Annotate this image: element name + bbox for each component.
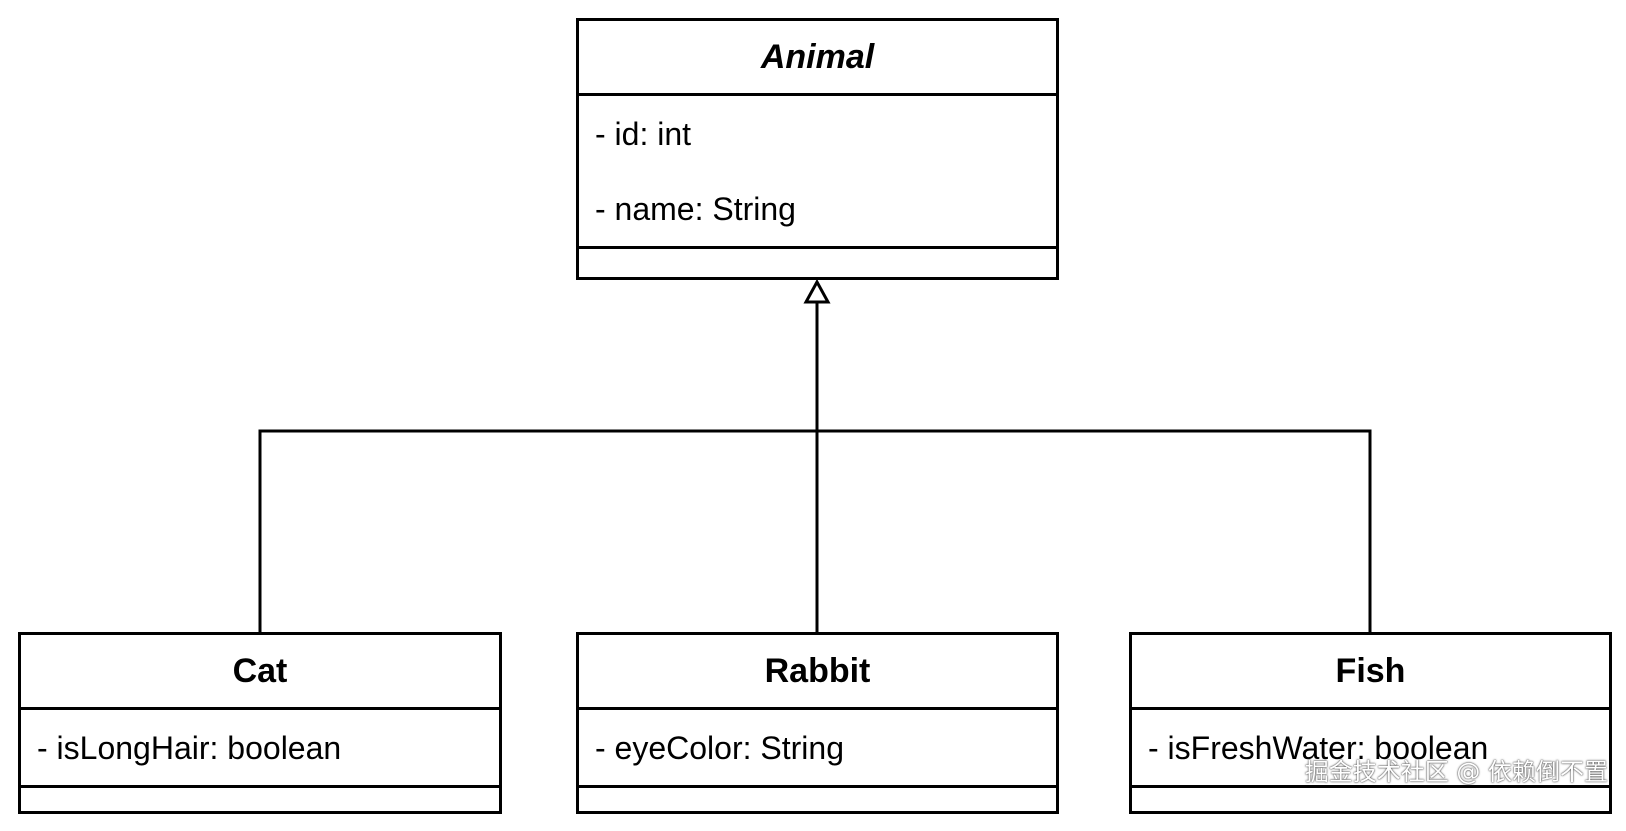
attributes-rabbit: - eyeColor: String	[579, 710, 1056, 788]
attributes-cat: - isLongHair: boolean	[21, 710, 499, 788]
class-fish[interactable]: Fish - isFreshWater: boolean	[1129, 632, 1612, 814]
class-animal[interactable]: Animal - id: int - name: String	[576, 18, 1059, 280]
attributes-fish: - isFreshWater: boolean	[1132, 710, 1609, 788]
class-name-fish: Fish	[1132, 635, 1609, 710]
methods-cat	[21, 788, 499, 797]
class-rabbit[interactable]: Rabbit - eyeColor: String	[576, 632, 1059, 814]
methods-rabbit	[579, 788, 1056, 797]
class-cat[interactable]: Cat - isLongHair: boolean	[18, 632, 502, 814]
attribute-name: - name: String	[595, 191, 796, 227]
methods-animal	[579, 249, 1056, 258]
class-name-cat: Cat	[21, 635, 499, 710]
generalization-line-cat	[258, 429, 817, 632]
attribute-id: - id: int	[595, 116, 692, 152]
attribute-islonghair: - isLongHair: boolean	[37, 730, 342, 766]
attributes-animal: - id: int - name: String	[579, 96, 1056, 249]
class-name-animal: Animal	[579, 21, 1056, 96]
methods-fish	[1132, 788, 1609, 797]
watermark: 掘金技术社区 @ 依赖倒不置	[1304, 758, 1608, 786]
class-name-rabbit: Rabbit	[579, 635, 1056, 710]
attribute-eyecolor: - eyeColor: String	[595, 730, 844, 766]
generalization-line-fish	[817, 429, 1372, 632]
generalization-arrowhead	[803, 278, 831, 304]
attribute-isfreshwater: - isFreshWater: boolean	[1148, 730, 1489, 766]
